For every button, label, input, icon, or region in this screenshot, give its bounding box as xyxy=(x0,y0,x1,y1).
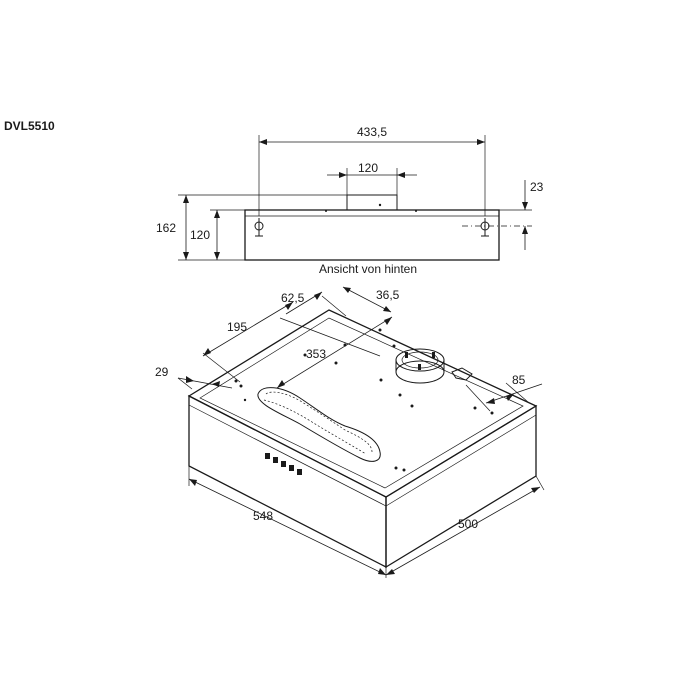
dim-outlet-width: 120 xyxy=(358,161,378,175)
dim-iso-a: 62,5 xyxy=(281,291,305,305)
dim-iso-b: 36,5 xyxy=(376,288,400,302)
keyhole-left-icon xyxy=(254,218,264,237)
hood-top-face xyxy=(187,309,538,498)
keyhole-right-icon xyxy=(480,218,490,237)
model-title: DVL5510 xyxy=(4,119,55,133)
dim-height-total: 162 xyxy=(156,221,176,235)
control-button-icon xyxy=(297,469,302,475)
control-button-icon xyxy=(265,453,270,459)
dim-iso-f: 85 xyxy=(512,373,526,387)
dim-height-body: 120 xyxy=(190,228,210,242)
backdraft-flap-icon xyxy=(451,367,473,381)
dim-iso-c: 195 xyxy=(227,320,247,334)
hood-front-face xyxy=(188,394,387,569)
grease-filter-slot xyxy=(257,387,381,462)
rear-view: 433,5 120 162 120 23 Ansicht von hinten xyxy=(156,125,544,276)
dim-iso-e: 29 xyxy=(155,365,169,379)
round-outlet-icon xyxy=(395,348,445,384)
rear-view-caption: Ansicht von hinten xyxy=(319,262,417,276)
control-button-icon xyxy=(273,457,278,463)
dim-mount-offset: 23 xyxy=(530,180,544,194)
control-button-icon xyxy=(289,465,294,471)
rear-outlet-collar xyxy=(346,194,398,211)
control-buttons xyxy=(265,453,302,475)
dim-iso-d: 353 xyxy=(306,347,326,361)
iso-view: 62,5 36,5 195 353 29 85 54 xyxy=(155,286,545,578)
dim-rear-width: 433,5 xyxy=(357,125,387,139)
rear-body-outline xyxy=(244,209,500,261)
dim-iso-width: 548 xyxy=(253,509,273,523)
control-button-icon xyxy=(281,461,286,467)
hood-side-face xyxy=(385,404,537,569)
dim-iso-depth: 500 xyxy=(458,517,478,531)
